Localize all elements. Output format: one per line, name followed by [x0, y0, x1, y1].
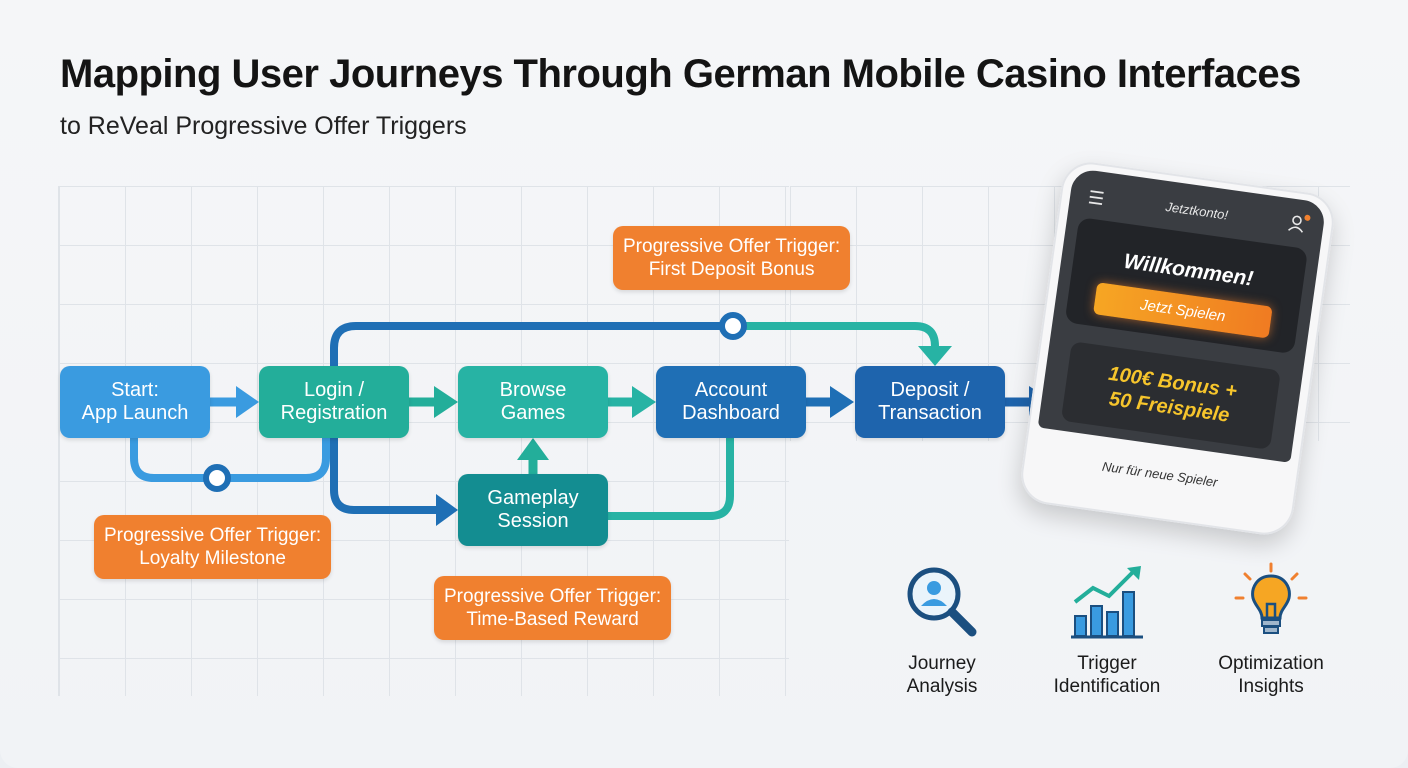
trigger-loyalty-line1: Progressive Offer Trigger:	[104, 525, 322, 546]
page-subtitle: to ReVeal Progressive Offer Triggers	[60, 112, 467, 140]
lightbulb-icon	[1234, 562, 1308, 634]
growth-chart-icon	[1071, 566, 1143, 639]
trigger-first-deposit-line1: Progressive Offer Trigger:	[623, 236, 841, 257]
phone-screen: ☰ Jetztkonto! Willkommen! Jetzt Spielen …	[1037, 167, 1327, 463]
user-icon[interactable]	[1286, 213, 1307, 238]
welcome-card: Willkommen! Jetzt Spielen	[1064, 217, 1309, 355]
bonus-offer[interactable]: 100€ Bonus + 50 Freispiele	[1060, 341, 1281, 450]
phone-header: ☰ Jetztkonto!	[1087, 184, 1311, 238]
arrow-into-gameplay	[436, 494, 458, 526]
phone-mockup: ☰ Jetztkonto! Willkommen! Jetzt Spielen …	[1017, 158, 1338, 539]
page-title: Mapping User Journeys Through German Mob…	[60, 52, 1301, 96]
trigger-point-first-deposit	[719, 312, 747, 340]
trigger-time-based: Progressive Offer Trigger: Time-Based Re…	[434, 576, 672, 640]
node-deposit: Deposit / Transaction	[855, 366, 1005, 438]
notification-dot	[1304, 214, 1311, 222]
arrow-login-browse	[409, 386, 458, 418]
feature-trigger-label: Trigger Identification	[1053, 653, 1161, 697]
trigger-time-based-line2: Time-Based Reward	[466, 609, 639, 630]
trigger-loyalty: Progressive Offer Trigger: Loyalty Miles…	[94, 515, 332, 579]
loop-login-gameplay	[330, 438, 440, 514]
node-browse: Browse Games	[458, 366, 608, 438]
feature-journey-label: Journey Analysis	[906, 653, 978, 697]
trigger-loyalty-line2: Loyalty Milestone	[139, 548, 286, 569]
trigger-point-loyalty	[203, 464, 231, 492]
node-start: Start: App Launch	[60, 366, 210, 438]
loop-start-login	[130, 438, 330, 482]
arrow-account-deposit	[806, 386, 854, 418]
feature-journey-analysis: Journey Analysis	[862, 562, 1022, 698]
node-gameplay: Gameplay Session	[458, 474, 608, 546]
node-login: Login / Registration	[259, 366, 409, 438]
trigger-time-based-line1: Progressive Offer Trigger:	[444, 586, 662, 607]
arrow-into-deposit	[918, 346, 952, 366]
trigger-first-deposit-line2: First Deposit Bonus	[648, 259, 815, 280]
feature-optimization-label: Optimization Insights	[1218, 653, 1324, 697]
arrow-start-login	[209, 386, 259, 418]
loop-gameplay-account	[608, 438, 734, 520]
arrow-browse-account	[607, 386, 656, 418]
feature-optimization-insights: Optimization Insights	[1191, 562, 1351, 698]
node-account: Account Dashboard	[656, 366, 806, 438]
arrow-gameplay-browse	[517, 438, 549, 460]
magnifier-user-icon	[907, 567, 977, 637]
loop-login-deposit	[330, 322, 733, 366]
feature-trigger-identification: Trigger Identification	[1027, 562, 1187, 698]
trigger-first-deposit: Progressive Offer Trigger: First Deposit…	[613, 226, 851, 290]
